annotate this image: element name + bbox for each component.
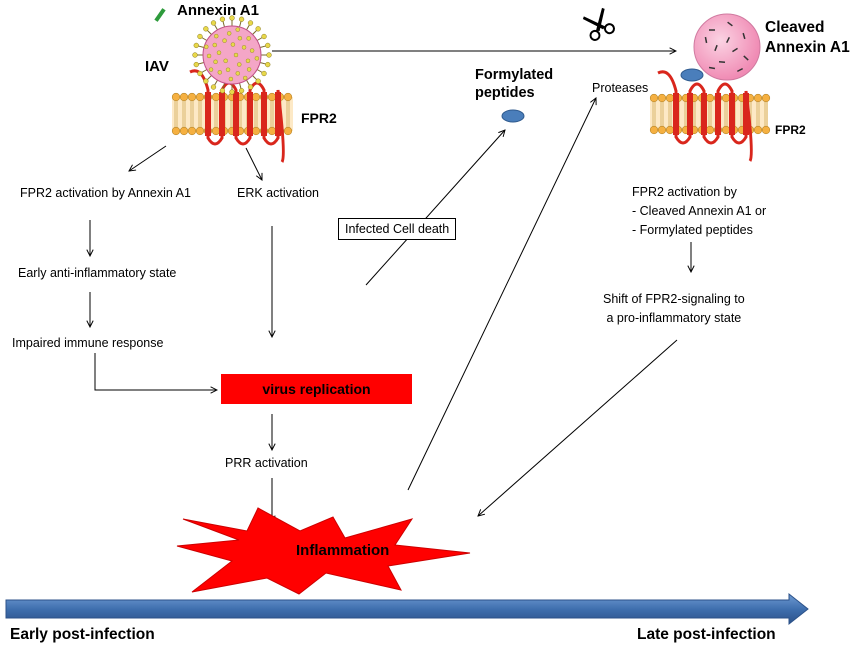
shift-signaling-text: Shift of FPR2-signaling to a pro-inflamm… [603,292,745,325]
annexin-a1-icon [154,8,166,22]
formylated-peptides-label: Formylated peptides [475,67,554,101]
receptor-oval-icon [680,68,704,82]
formylated-peptide-icon [501,109,525,123]
impaired-immune-text: Impaired immune response [12,336,164,350]
arrow-fpr2-to-activation [129,145,167,171]
fpr2-left-label: FPR2 [301,110,337,126]
inflammation-burst [176,507,471,595]
proteases-label: Proteases [592,81,649,95]
timeline-late-label: Late post-infection [637,626,776,643]
timeline-early-label: Early post-infection [10,626,155,643]
erk-activation-text: ERK activation [237,186,319,200]
cleaved-annexin-icon [693,13,761,81]
left-membrane [171,69,293,163]
fpr2-activation-by-block: FPR2 activation by - Cleaved Annexin A1 … [632,185,767,237]
scissors-icon [582,7,615,41]
right-membrane [649,70,771,162]
arrow-death-to-peptides [365,130,505,286]
fpr2-activation-annexin-text: FPR2 activation by Annexin A1 [20,186,191,200]
virus-replication-bar: virus replication [221,374,412,404]
arrow-impaired-to-virus [94,353,217,390]
prr-activation-text: PRR activation [225,456,308,470]
early-anti-inflammatory-text: Early anti-inflammatory state [18,266,177,280]
timeline-arrow [5,592,809,626]
iav-virus-icon [192,15,272,95]
arrow-fpr2-to-erk [245,147,262,180]
fpr2-right-label: FPR2 [775,123,806,137]
inflammation-label: Inflammation [296,542,390,559]
infected-cell-death-box: Infected Cell death [338,218,457,240]
arrow-inflammation-to-proteases [407,98,596,491]
cleaved-annexin-label: Cleaved Annexin A1 [765,19,850,56]
arrow-shift-to-inflammation [478,339,678,516]
annexin-a1-label: Annexin A1 [177,2,259,19]
iav-label: IAV [145,58,169,75]
arrows [90,51,691,522]
